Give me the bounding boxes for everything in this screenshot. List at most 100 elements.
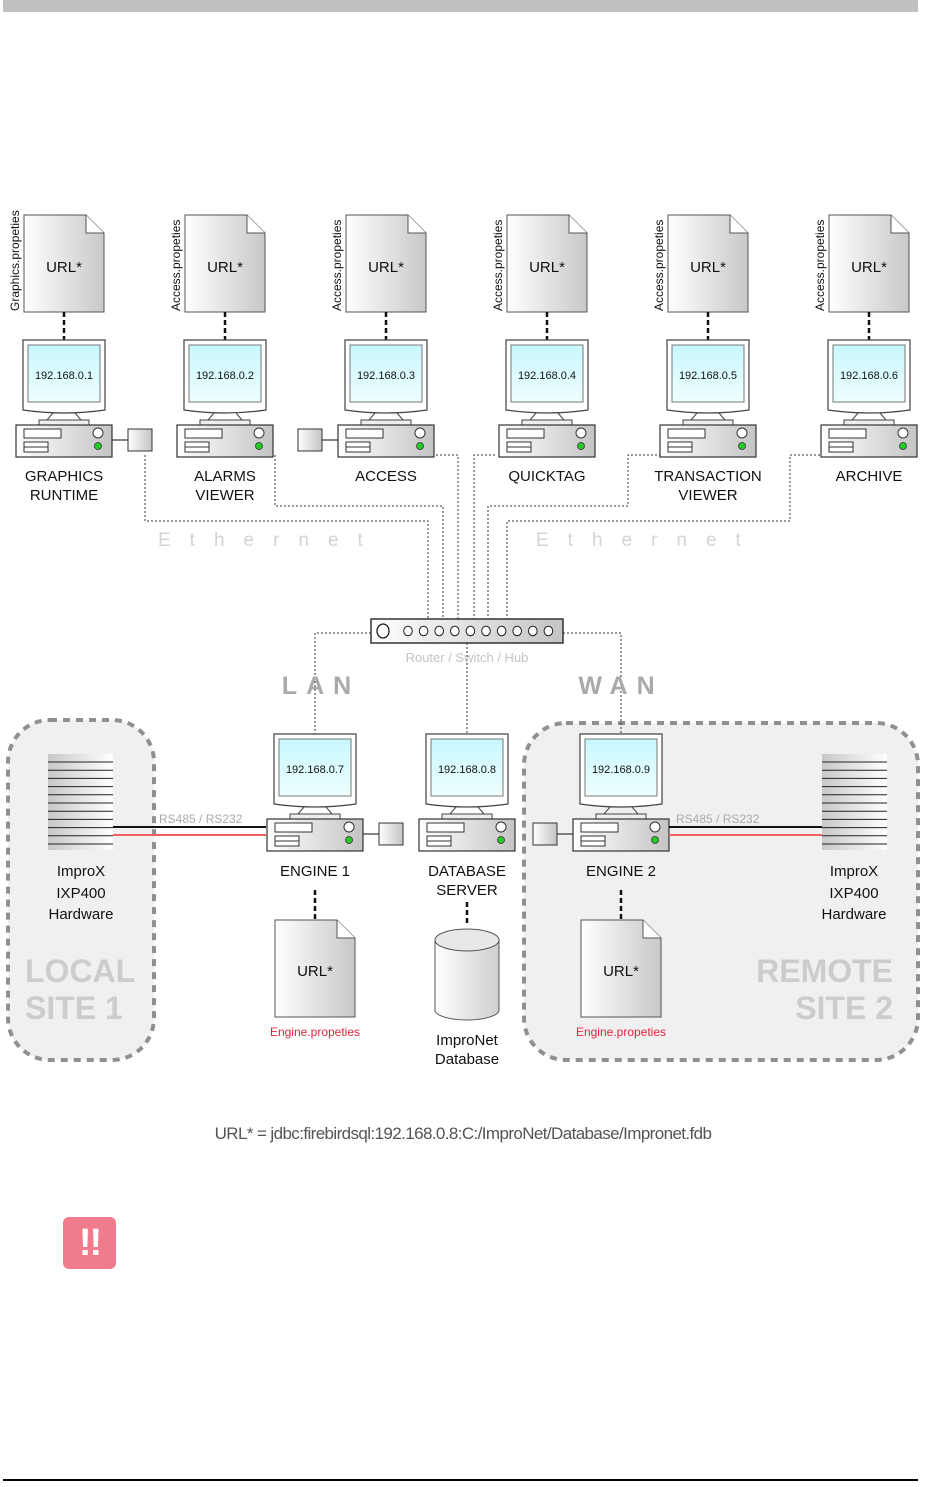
properties-file-label: Access.propeties (652, 220, 666, 311)
router-port-icon (450, 625, 460, 637)
workstation-transaction[interactable]: URL*Access.propeties192.168.0.5TRANSACTI… (652, 214, 762, 504)
file-url-text: URL* (207, 259, 243, 276)
router-label: Router / Switch / Hub (406, 650, 529, 665)
workstation-name-line1: ACCESS (355, 468, 417, 485)
monitor-screen (671, 344, 745, 403)
database-cylinder-icon (434, 928, 500, 1021)
status-led-icon (345, 836, 353, 844)
local-site-title-line2: SITE 1 (25, 990, 123, 1026)
computer-icon: 192.168.0.9 (532, 733, 670, 852)
serial-link-local (113, 826, 266, 836)
workstation-name-line2: VIEWER (678, 487, 737, 504)
router-port-icon (434, 625, 445, 637)
workstation-name-line2: RUNTIME (30, 487, 98, 504)
router-port-icon (481, 625, 491, 637)
engine-name: ENGINE 2 (586, 863, 656, 880)
properties-file-icon (345, 214, 427, 313)
workstation-name-line2: VIEWER (195, 487, 254, 504)
remote-site-title-line2: SITE 2 (795, 990, 893, 1026)
monitor-screen (584, 738, 658, 797)
reader-device-icon (297, 428, 323, 452)
hardware-remote-line3: Hardware (821, 906, 886, 923)
ip-address: 192.168.0.1 (35, 370, 93, 382)
local-site-title-line1: LOCAL (25, 953, 135, 989)
ip-address: 192.168.0.8 (438, 764, 496, 776)
properties-file-icon (184, 214, 266, 313)
monitor-screen (278, 738, 352, 797)
properties-file-icon (667, 214, 749, 313)
ip-address: 192.168.0.5 (679, 370, 737, 382)
router-port-icon (528, 625, 538, 637)
file-url-text: URL* (297, 963, 333, 980)
hardware-local-line3: Hardware (48, 906, 113, 923)
database-name-line1: ImproNet (436, 1032, 499, 1049)
workstation-name-line1: ARCHIVE (836, 468, 903, 485)
properties-file-label: Graphics.propeties (8, 210, 22, 311)
monitor-screen (27, 344, 101, 403)
status-led-icon (651, 836, 659, 844)
properties-file-icon (274, 919, 356, 1018)
hardware-local-line1: ImproX (57, 863, 105, 880)
power-button-icon (92, 427, 104, 439)
router-port-icon (543, 625, 554, 637)
properties-file-label: Access.propeties (169, 220, 183, 311)
improx-hardware-remote (822, 754, 887, 850)
monitor-screen (510, 344, 584, 403)
ip-address: 192.168.0.4 (518, 370, 576, 382)
status-led-icon (577, 442, 585, 450)
wan-label: WAN (578, 672, 663, 700)
properties-file-icon (23, 214, 105, 313)
properties-file-label: Access.propeties (813, 220, 827, 311)
computer-icon: 192.168.0.6 (820, 339, 918, 458)
router-port-icon (465, 625, 476, 637)
computer-icon: 192.168.0.2 (176, 339, 274, 458)
ethernet-wiring (144, 454, 822, 735)
warning-icon: !! (63, 1217, 116, 1269)
monitor-screen (832, 344, 906, 403)
power-button-icon (414, 427, 426, 439)
serial-label-local: RS485 / RS232 (159, 812, 243, 826)
computer-icon: 192.168.0.1 (15, 339, 153, 458)
workstation-alarms[interactable]: URL*Access.propeties192.168.0.2ALARMSVIE… (169, 214, 274, 504)
status-led-icon (255, 442, 263, 450)
workstation-name-line1: GRAPHICS (25, 468, 103, 485)
hardware-remote-line1: ImproX (830, 863, 878, 880)
engine-name: ENGINE 1 (280, 863, 350, 880)
properties-file-label: Access.propeties (330, 220, 344, 311)
hardware-remote-line2: IXP400 (829, 885, 878, 902)
file-url-text: URL* (603, 963, 639, 980)
router-port-icon (403, 625, 413, 637)
ethernet-label-right: Ethernet (536, 530, 760, 551)
status-led-icon (416, 442, 424, 450)
power-button-icon (649, 821, 661, 833)
file-url-text: URL* (690, 259, 726, 276)
power-button-icon (736, 427, 748, 439)
file-url-text: URL* (368, 259, 404, 276)
file-url-text: URL* (46, 259, 82, 276)
ip-address: 192.168.0.6 (840, 370, 898, 382)
lan-label: LAN (282, 672, 360, 700)
file-url-text: URL* (529, 259, 565, 276)
serial-link-remote (669, 826, 822, 836)
power-button-icon (343, 821, 355, 833)
workstation-graphics[interactable]: URL* Graphics.propeties 192.168.0.1GRAPHIC… (8, 210, 153, 504)
workstation-name-line1: QUICKTAG (508, 468, 585, 485)
database-server[interactable]: 192.168.0.8DATABASESERVERImproNetDatabas… (418, 733, 516, 1068)
server-name-line2: SERVER (436, 882, 498, 899)
router-port-icon (512, 625, 523, 637)
ip-address: 192.168.0.9 (592, 764, 650, 776)
reader-device-icon (532, 822, 558, 846)
ip-address: 192.168.0.3 (357, 370, 415, 382)
router-port-icon (496, 625, 507, 637)
serial-label-remote: RS485 / RS232 (676, 812, 760, 826)
router-switch-hub (370, 618, 564, 644)
reader-device-icon (127, 428, 153, 452)
status-led-icon (497, 836, 505, 844)
computer-icon: 192.168.0.4 (498, 339, 596, 458)
status-led-icon (899, 442, 907, 450)
